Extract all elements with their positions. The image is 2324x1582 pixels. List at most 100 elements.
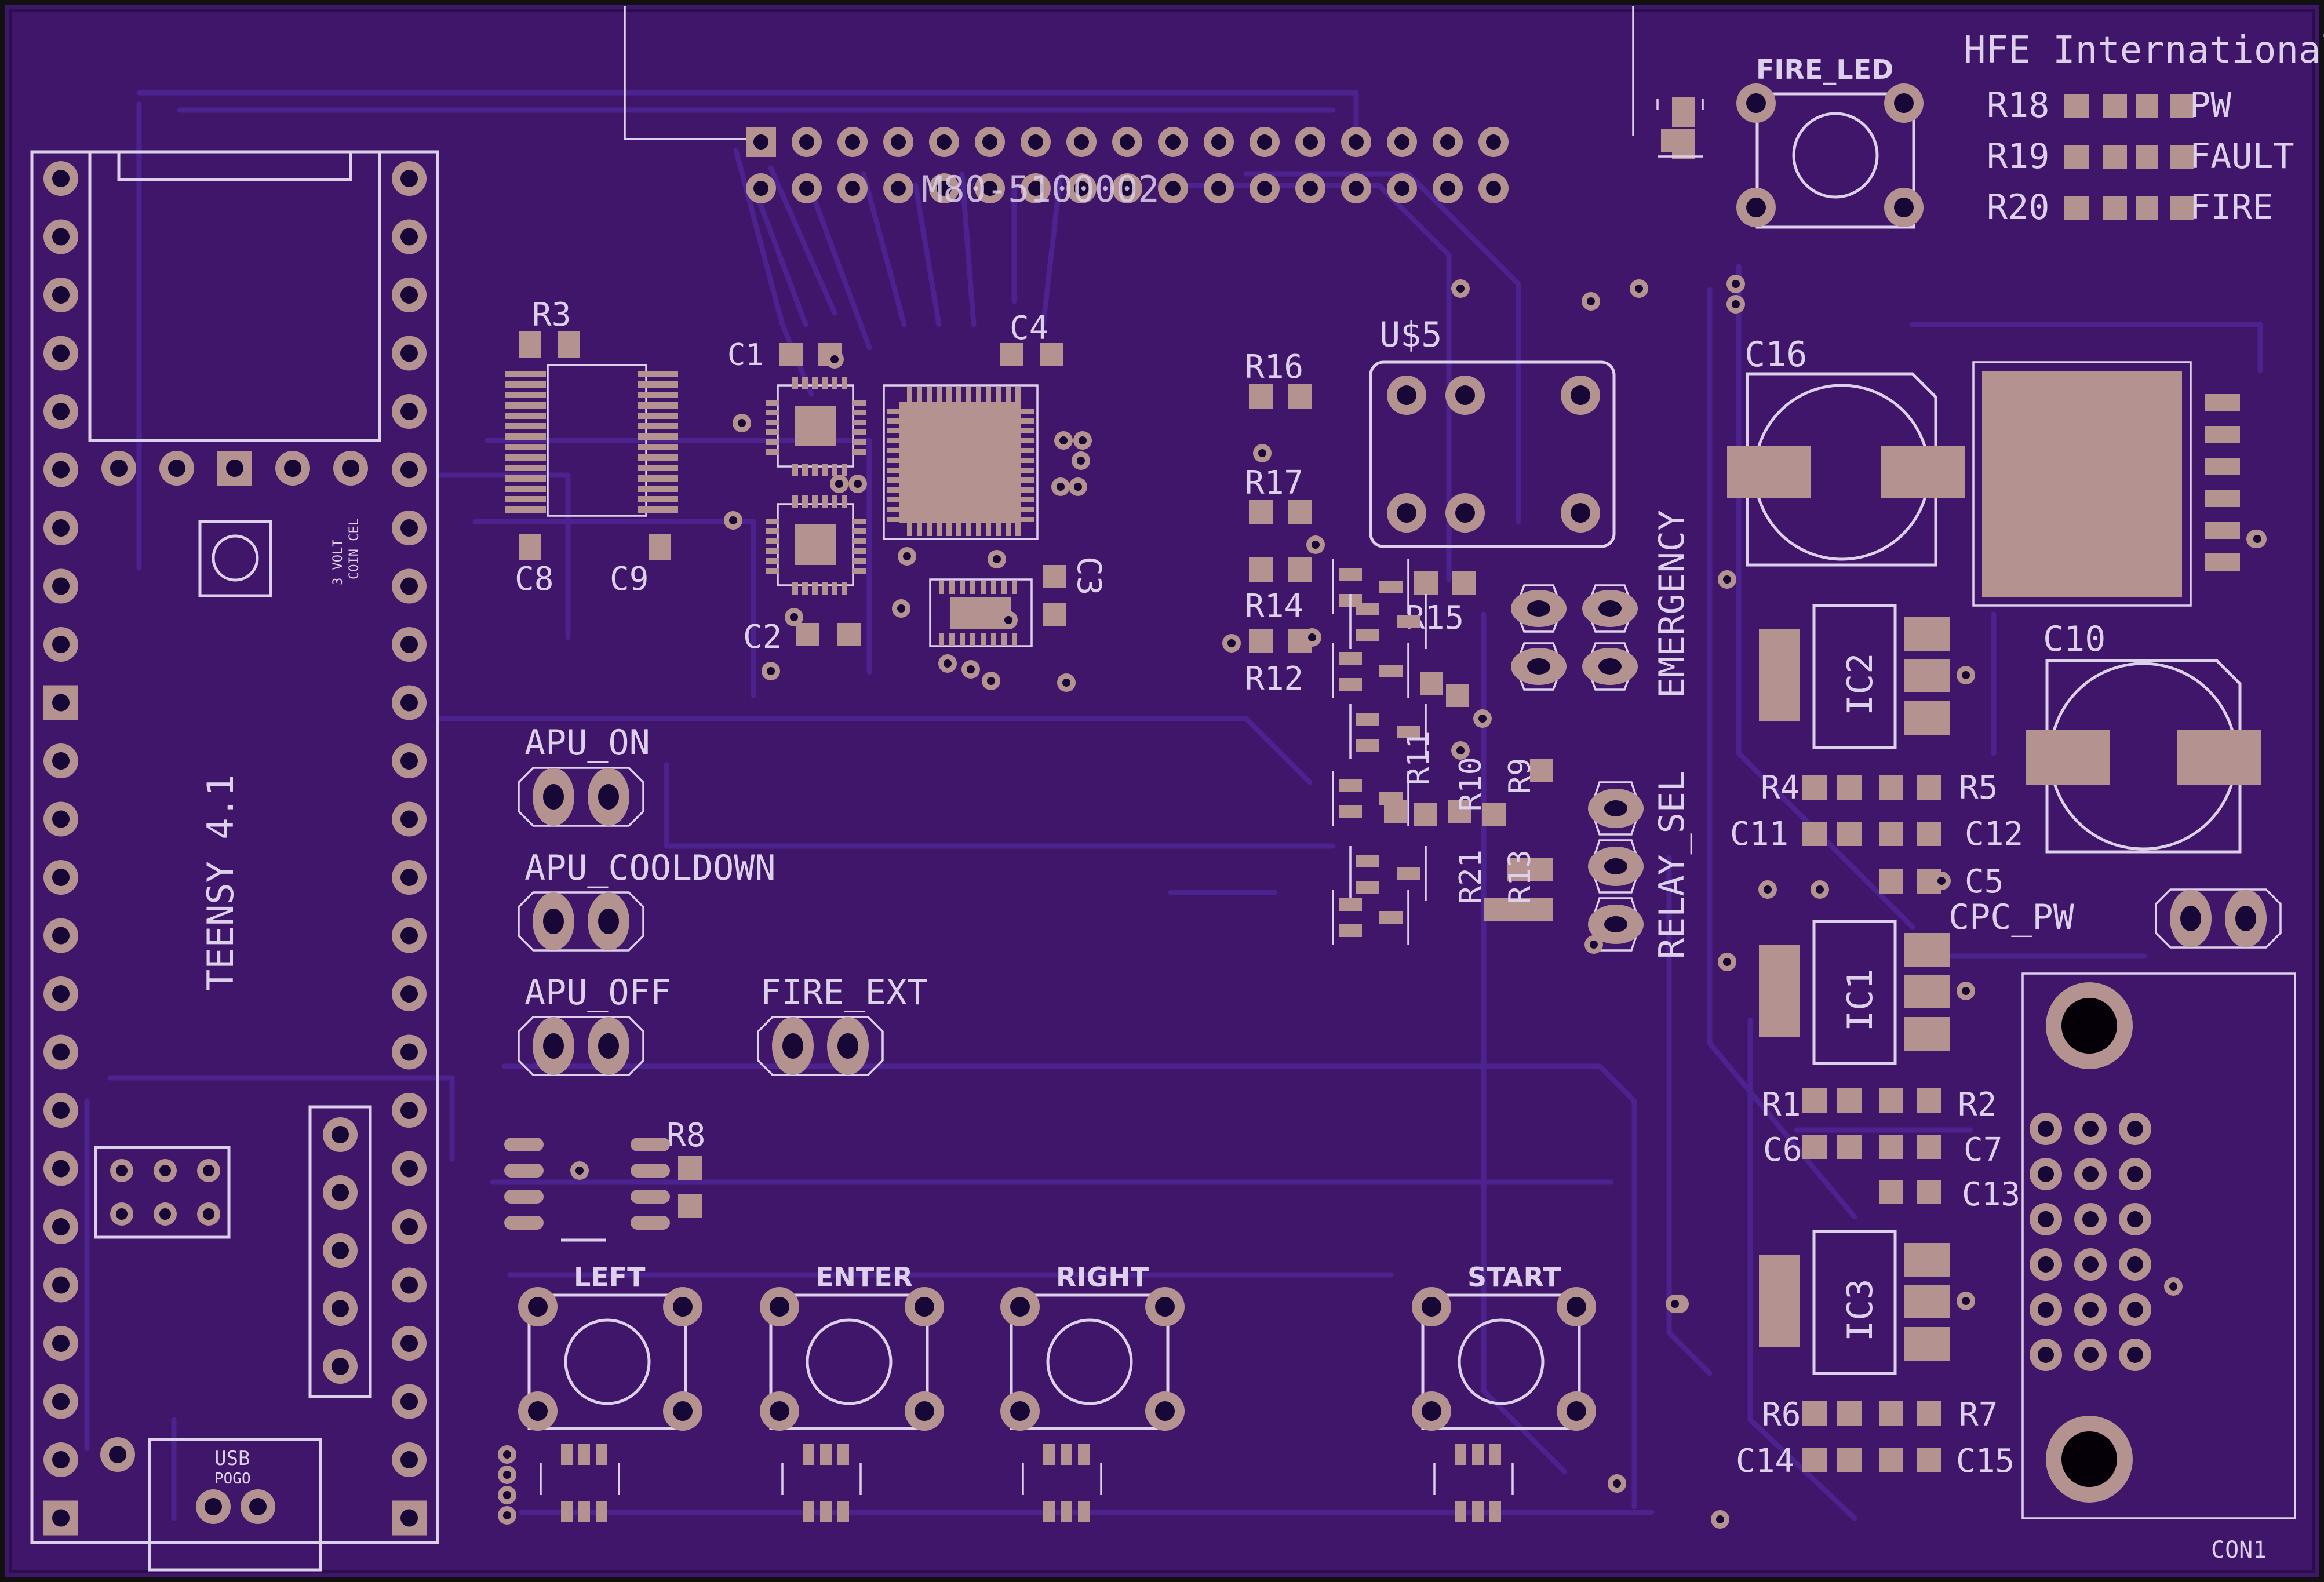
inductor-side-pad [2205,426,2240,443]
passive-pad [1879,869,1903,894]
drill-hole [52,461,70,479]
sot-pad [1339,568,1362,581]
pogo-label: POGO [214,1470,251,1488]
sot-pad [1356,881,1379,894]
status-led-pad [2064,196,2089,220]
via-hole [1671,1300,1679,1308]
sot-pad [1356,739,1379,752]
soic-right-pad [638,465,678,471]
drill-hole [52,403,70,420]
u5-label: U$5 [1379,315,1442,355]
smd-pad [792,377,798,389]
passive-pad [1879,775,1903,800]
smd-pad [766,429,779,435]
led-pad [837,1501,849,1522]
qfn-outline [929,578,1033,647]
via-hole [1456,285,1465,293]
via-hole [897,604,905,613]
drill-hole [2082,1166,2099,1182]
smd-pad [946,522,952,536]
drill-hole [1604,916,1627,932]
sot-pad [1356,629,1379,641]
drill-hole [159,1165,171,1176]
r2-label: R2 [1958,1086,1997,1124]
top-header-connector: M80-5100002 [624,6,1634,210]
drill-hole [1527,600,1550,617]
led-pad [1078,1444,1090,1465]
via-hole [830,355,839,363]
smd-pad [1015,522,1021,536]
drill-hole [52,985,70,1003]
r14-label: R14 [1245,588,1303,625]
passive-pad [1802,822,1827,846]
led-pad [1489,1444,1501,1465]
soic-right-pad [638,475,678,482]
status-led-ref-r19: R19 [1987,136,2049,177]
via-hole [503,1450,511,1459]
smd-pad [970,633,975,646]
smd-pad [1001,633,1007,646]
drill-hole [915,1297,934,1317]
drill-hole [1165,181,1181,196]
drill-hole [1440,181,1455,196]
led-pad [820,1501,832,1522]
smd-pad [766,528,779,534]
sot23-array [1303,559,1553,945]
drill-hole [782,1033,803,1059]
soic-left-pad [505,496,546,502]
soic8-pad [504,1190,544,1204]
status-led-pad [2170,145,2194,169]
smd-pad [842,464,847,476]
status-led-pad [2136,145,2158,169]
resistor-pad [1507,858,1530,881]
drill-hole [1257,134,1272,150]
passive-pad [1837,1448,1862,1472]
smd-pad [887,477,901,483]
smd-pad [937,522,942,536]
drill-hole [2082,1121,2099,1137]
board-edge-silk [9,9,2315,1573]
soic8-pad [631,1164,670,1178]
via-hole [1816,885,1824,894]
smd-pad [832,464,837,476]
c1-label: C1 [727,338,764,373]
drill-hole [52,1451,70,1468]
via-hole [967,665,975,673]
smd-pad [966,387,971,402]
smd-pad [766,568,779,574]
drill-hole [2235,906,2256,931]
drill-hole [203,1208,214,1220]
status-led-pad [2170,94,2194,118]
smd-pad [1020,468,1034,473]
passive-pad [1802,1135,1827,1159]
sot-pad [1397,615,1420,628]
smd-pad [949,633,955,646]
sot-outline [1349,846,1427,901]
drill-hole [1394,181,1409,196]
drill-hole [2038,1302,2054,1318]
smd-pad [853,558,866,564]
via-hole [1062,679,1070,687]
drill-hole [400,985,418,1003]
drill-hole [284,460,301,477]
smd-pad [927,522,932,536]
via-hole [1258,449,1266,457]
coin-cell-label-1: 3 VOLT [331,540,345,585]
ic-pin-pad [1904,701,1950,735]
drill-hole [400,577,418,595]
drill-hole [1394,134,1409,150]
smd-pad [986,522,991,536]
inductor-pad [1982,371,2182,597]
smd-pad [812,495,818,508]
smd-pad [996,387,1001,402]
via-hole [738,419,746,427]
drill-hole [1604,800,1627,816]
smd-pad [1020,477,1034,483]
smd-pad [1020,487,1034,493]
drill-hole [52,1276,70,1294]
sot-pad [1379,911,1403,924]
drill-hole [2127,1166,2143,1182]
c2-label: C2 [743,618,782,656]
soic-left-pad [505,465,546,471]
